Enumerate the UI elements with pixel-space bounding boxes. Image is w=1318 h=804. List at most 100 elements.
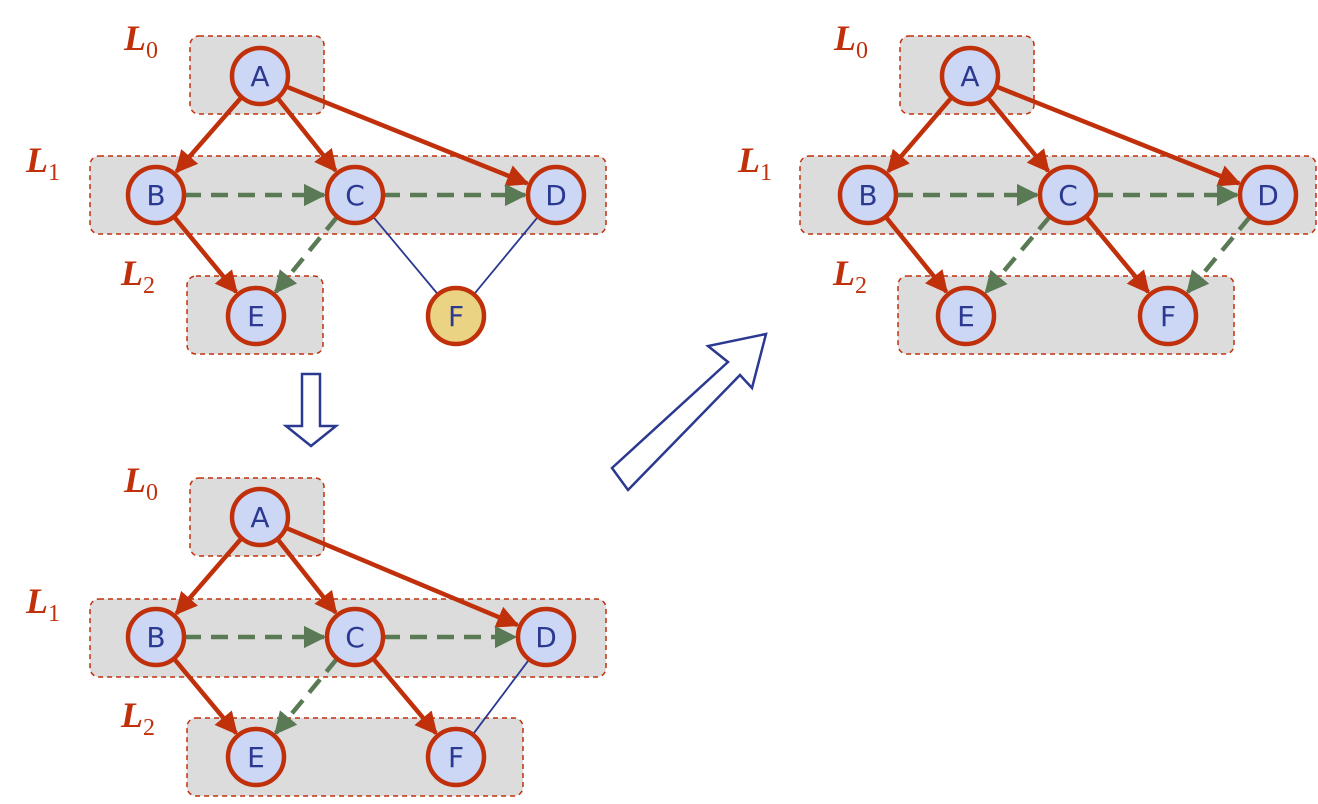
node-label: B	[146, 179, 165, 212]
node-circle	[935, 285, 997, 347]
node-circle	[425, 285, 487, 347]
node-a: A	[939, 45, 1001, 107]
level-label-1: L1	[25, 581, 60, 627]
node-circle	[225, 726, 287, 788]
node-circle	[425, 726, 487, 788]
node-label: F	[448, 741, 464, 774]
node-label: C	[345, 179, 365, 212]
edge-C-F-tree	[371, 656, 438, 736]
level-letter: L	[833, 18, 856, 58]
edge-A-D-tree	[284, 525, 520, 628]
level-subscript: 2	[143, 273, 155, 299]
edge-B-E-tree	[172, 215, 238, 294]
edge-A-C-tree	[275, 537, 338, 615]
level-subscript: 0	[146, 38, 158, 64]
level-subscript: 1	[48, 601, 60, 627]
edge-C-F-plain	[372, 215, 439, 296]
node-b: B	[125, 164, 187, 226]
edge-A-B-tree	[174, 95, 244, 174]
node-e: E	[935, 285, 997, 347]
level-subscript: 2	[855, 273, 867, 299]
node-label: A	[250, 501, 269, 534]
node-circle	[125, 164, 187, 226]
level-label-2: L2	[832, 253, 867, 299]
level-label-0: L0	[123, 18, 158, 64]
node-f: F	[425, 726, 487, 788]
node-circle	[1037, 164, 1099, 226]
node-c: C	[324, 164, 386, 226]
level-letter: L	[123, 460, 146, 500]
node-label: F	[448, 300, 464, 333]
level-subscript: 1	[48, 160, 60, 186]
level-bands	[89, 35, 1317, 797]
node-label: D	[535, 621, 557, 654]
transition-arrows	[282, 332, 768, 492]
node-d: D	[525, 164, 587, 226]
node-circle	[225, 285, 287, 347]
edge-C-E-cross	[273, 657, 339, 735]
level-letter: L	[25, 140, 48, 180]
node-e: E	[225, 285, 287, 347]
node-circle	[229, 486, 291, 548]
node-b: B	[125, 606, 187, 668]
level-label-0: L0	[833, 18, 868, 64]
level-letter: L	[832, 253, 855, 293]
node-label: D	[545, 179, 567, 212]
level-label-0: L0	[123, 460, 158, 506]
node-circle	[1137, 285, 1199, 347]
level-letter: L	[120, 253, 143, 293]
level-subscript: 2	[143, 715, 155, 741]
level-letter: L	[120, 695, 143, 735]
node-circle	[525, 164, 587, 226]
node-f: F	[425, 285, 487, 347]
node-label: C	[1058, 179, 1078, 212]
node-circle	[324, 164, 386, 226]
edge-D-F-cross	[1186, 215, 1252, 294]
node-label: A	[960, 60, 979, 93]
level-label-1: L1	[25, 140, 60, 186]
edge-C-E-cross	[273, 215, 340, 294]
edge-A-D-tree	[285, 84, 530, 187]
edges	[172, 84, 1252, 736]
node-a: A	[229, 486, 291, 548]
edge-A-D-tree	[995, 84, 1242, 187]
level-letter: L	[25, 581, 48, 621]
edge-D-F-plain	[473, 216, 539, 295]
edge-B-E-tree	[172, 657, 238, 735]
edge-A-B-tree	[886, 95, 954, 174]
edge-A-C-tree	[986, 96, 1051, 173]
node-label: B	[858, 179, 877, 212]
node-d: D	[1237, 164, 1299, 226]
edge-C-F-tree	[1084, 215, 1150, 294]
node-c: C	[1037, 164, 1099, 226]
node-circle	[515, 606, 577, 668]
node-circle	[939, 45, 1001, 107]
level-label-2: L2	[120, 695, 155, 741]
node-label: C	[345, 621, 365, 654]
node-label: E	[247, 741, 265, 774]
edge-D-F-plain	[472, 658, 530, 736]
node-circle	[125, 606, 187, 668]
edge-B-E-tree	[883, 215, 949, 294]
edge-A-C-tree	[275, 96, 338, 173]
node-circle	[324, 606, 386, 668]
node-circle	[1237, 164, 1299, 226]
node-circle	[229, 45, 291, 107]
node-a: A	[229, 45, 291, 107]
level-label-2: L2	[120, 253, 155, 299]
node-e: E	[225, 726, 287, 788]
diagonal-arrow-icon	[610, 332, 768, 492]
edge-A-B-tree	[174, 536, 244, 616]
node-circle	[837, 164, 899, 226]
level-letter: L	[123, 18, 146, 58]
node-label: D	[1257, 179, 1279, 212]
node-label: A	[250, 60, 269, 93]
level-label-1: L1	[737, 140, 772, 186]
node-c: C	[324, 606, 386, 668]
node-b: B	[837, 164, 899, 226]
level-subscript: 0	[146, 480, 158, 506]
node-d: D	[515, 606, 577, 668]
